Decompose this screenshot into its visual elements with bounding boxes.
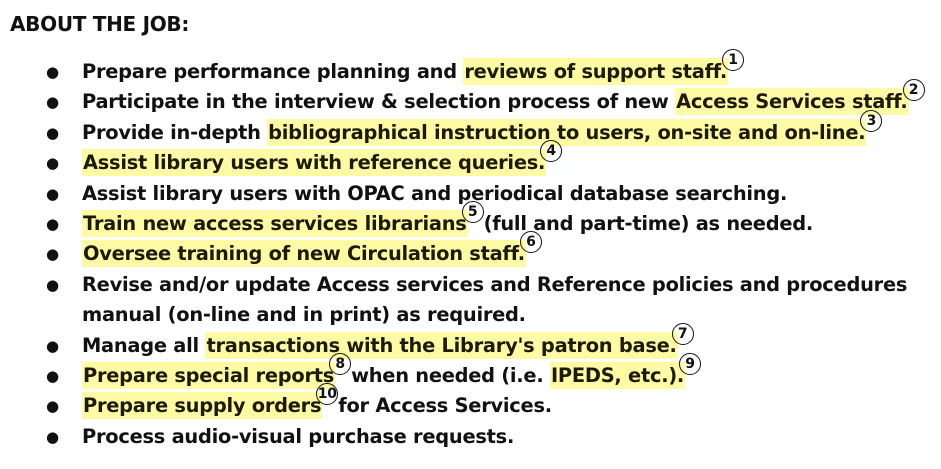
highlighted-text: transactions with the Library's patron b… xyxy=(205,331,678,359)
highlighted-text: Train new access services librarians xyxy=(82,210,468,238)
item-text: Revise and/or update Access services and… xyxy=(82,272,908,327)
annotation-number-badge: 2 xyxy=(902,79,925,102)
bullet-icon: ● xyxy=(46,184,59,203)
list-item: ● Assist library users with OPAC and per… xyxy=(0,179,941,209)
annotation-number-badge: 5 xyxy=(461,201,484,224)
item-text: Prepare performance planning and xyxy=(82,60,464,83)
list-item: ● Train new access services librarians5(… xyxy=(0,201,941,239)
annotation-number-badge: 6 xyxy=(519,231,542,254)
bullet-icon: ● xyxy=(46,63,59,81)
list-item: ● Manage all transactions with the Libra… xyxy=(0,322,941,361)
highlighted-text: Oversee training of new Circulation staf… xyxy=(82,240,526,268)
list-item: ● Revise and/or update Access services a… xyxy=(0,270,941,331)
annotation-number-badge: 9 xyxy=(679,353,702,376)
list-item: ● Assist library users with reference qu… xyxy=(0,140,941,178)
bullet-icon: ● xyxy=(46,123,59,142)
bullet-icon: ● xyxy=(46,336,59,355)
bullet-icon: ● xyxy=(46,154,59,173)
highlighted-text: reviews of support staff. xyxy=(463,58,729,85)
highlighted-text: Prepare supply orders xyxy=(82,392,323,420)
bullet-icon: ● xyxy=(46,215,59,234)
highlighted-text: Prepare special reports xyxy=(82,362,336,390)
item-text: Participate in the interview & selection… xyxy=(82,90,676,114)
annotation-number-badge: 10 xyxy=(316,383,339,406)
list-item: ● Oversee training of new Circulation st… xyxy=(0,231,941,269)
annotation-number-badge: 1 xyxy=(722,49,745,71)
annotation-number-badge: 8 xyxy=(329,353,352,376)
list-item: ● Participate in the interview & selecti… xyxy=(0,79,941,117)
annotation-number-badge: 4 xyxy=(540,140,563,163)
item-text: Manage all xyxy=(82,333,206,357)
bullet-icon: ● xyxy=(46,245,59,264)
highlighted-text: IPEDS, etc.). xyxy=(549,362,686,390)
section-heading: ABOUT THE JOB: xyxy=(10,12,190,36)
list-item: ● Process audio-visual purchase requests… xyxy=(0,422,941,452)
highlighted-text: bibliographical instruction to users, on… xyxy=(267,118,867,146)
item-text: Assist library users with OPAC and perio… xyxy=(82,181,788,205)
bullet-icon: ● xyxy=(46,93,59,112)
item-text: (full and part-time) as needed. xyxy=(483,212,814,236)
bullet-icon: ● xyxy=(46,275,59,294)
item-text: Process audio-visual purchase requests. xyxy=(82,424,515,448)
highlighted-text: Assist library users with reference quer… xyxy=(82,149,547,177)
annotation-number-badge: 7 xyxy=(671,322,694,345)
annotation-number-badge: 3 xyxy=(860,109,883,132)
item-text: when needed (i.e. xyxy=(351,364,550,388)
list-item: ● Prepare supply orders10for Access Serv… xyxy=(0,383,941,421)
bullet-icon: ● xyxy=(46,427,59,446)
bullet-icon: ● xyxy=(46,367,59,386)
list-item: ● Prepare performance planning and revie… xyxy=(0,49,941,87)
job-duties-list: ● Prepare performance planning and revie… xyxy=(0,49,941,452)
item-text: Provide in-depth xyxy=(82,120,268,144)
bullet-icon: ● xyxy=(46,397,59,416)
item-text: for Access Services. xyxy=(338,394,552,418)
list-item: ● Provide in-depth bibliographical instr… xyxy=(0,109,941,148)
highlighted-text: Access Services staff. xyxy=(675,88,909,116)
